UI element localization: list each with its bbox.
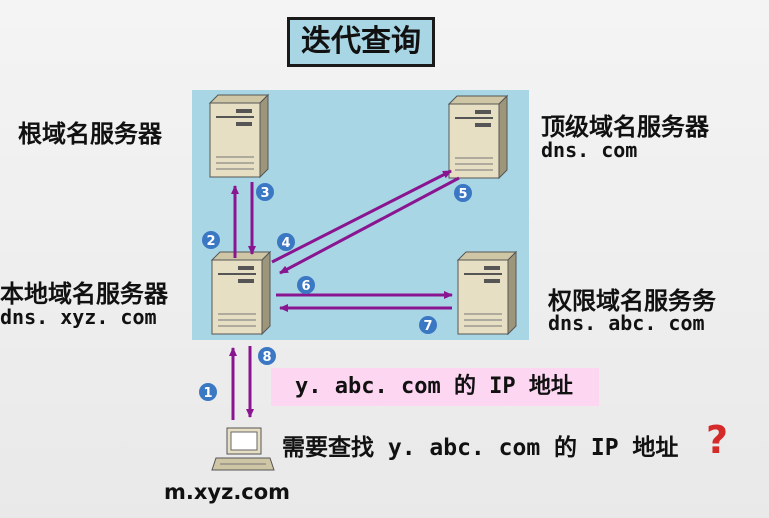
arrow-step-5	[279, 176, 460, 275]
auth-server-label: 权限域名服务务	[548, 287, 716, 315]
local-server-label: 本地域名服务器	[0, 280, 168, 308]
step-badge-6: 6	[301, 279, 310, 294]
question-mark: ?	[706, 418, 729, 462]
arrow-step-4	[271, 169, 452, 264]
step-badge-5: 5	[458, 187, 467, 202]
step-badge-2: 2	[206, 234, 215, 249]
tld-server-icon	[448, 95, 508, 179]
local-server-icon	[211, 251, 271, 335]
step-badge-7: 7	[423, 319, 432, 334]
step-badge-1: 1	[203, 386, 212, 401]
tld-server-label: 顶级域名服务器	[541, 113, 709, 141]
auth-server-icon	[457, 251, 517, 335]
answer-box: y. abc. com 的 IP 地址	[271, 368, 599, 406]
step-badge-8: 8	[262, 350, 271, 365]
auth-server-dns: dns. abc. com	[548, 311, 705, 335]
root-server-icon	[209, 94, 269, 178]
question-text: 需要查找 y. abc. com 的 IP 地址	[282, 435, 679, 461]
local-server-dns: dns. xyz. com	[0, 305, 157, 329]
step-badge-4: 4	[281, 236, 290, 251]
step-badge-3: 3	[260, 186, 269, 201]
diagram-title: 迭代查询	[287, 17, 435, 67]
root-server-label: 根域名服务器	[18, 120, 162, 148]
tld-server-dns: dns. com	[541, 138, 638, 162]
host-name: m.xyz.com	[164, 480, 291, 504]
host-computer-icon	[211, 427, 275, 471]
